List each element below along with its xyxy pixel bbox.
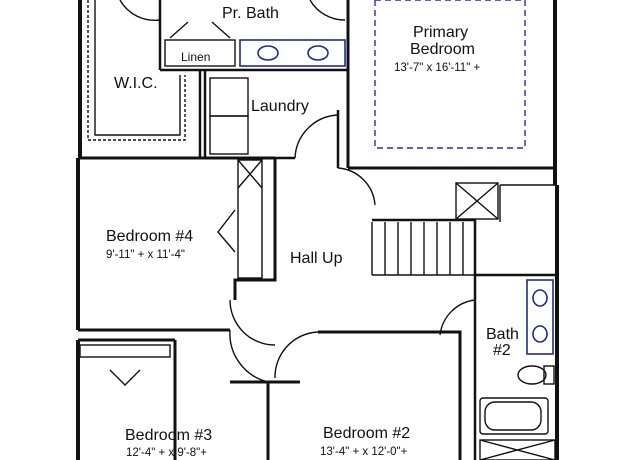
door-pr-bath-right — [309, 0, 346, 21]
bedroom4-closet — [237, 159, 263, 279]
sink-primary-1 — [257, 45, 279, 61]
bedroom4-label: Bedroom #4 — [106, 228, 194, 245]
sink-primary-2 — [307, 45, 329, 61]
dryer — [209, 115, 249, 155]
door-bedroom4 — [229, 299, 276, 346]
bedroom2-label: Bedroom #2 — [323, 425, 411, 442]
vanity-bath2 — [526, 279, 554, 355]
door-bedroom2 — [274, 331, 319, 379]
laundry-label: Laundry — [251, 98, 309, 115]
bathtub — [479, 397, 549, 435]
primary-bedroom-dims: 13'-7" x 16'-11" + — [394, 62, 481, 74]
door-pr-bath-left — [119, 0, 161, 22]
wall-outer-left — [76, 0, 82, 460]
linen-closet — [164, 39, 236, 67]
door-bedroom3 — [229, 329, 269, 383]
wall-bath-bottom — [158, 0, 348, 72]
bath2-label-2: #2 — [493, 342, 511, 359]
door-bath2 — [439, 299, 476, 336]
wall-bedroom4 — [78, 156, 277, 332]
toilet — [517, 365, 547, 385]
bedroom3-closet — [79, 344, 171, 358]
stair-rail — [499, 184, 555, 222]
xbox-bath — [479, 439, 556, 460]
door-closet3 — [109, 369, 141, 386]
pr-bath-label: Pr. Bath — [222, 5, 279, 22]
door-hall-right — [337, 167, 376, 206]
washer — [209, 77, 249, 117]
wic-shelf — [87, 0, 186, 141]
wic-shelf-inner — [94, 0, 181, 136]
xbox-stairs — [455, 182, 499, 220]
bath2-label-1: Bath — [486, 326, 519, 343]
bedroom2-dims: 13'-4" + x 12'-0"+ — [320, 446, 408, 458]
bedroom3-label: Bedroom #3 — [125, 427, 213, 444]
primary-bedroom-label-1: Primary — [413, 24, 469, 41]
primary-bedroom-label-2: Bedroom — [410, 41, 475, 58]
door-closet4 — [217, 209, 236, 253]
door-linen — [169, 21, 231, 39]
wic-label: W.I.C. — [114, 75, 158, 92]
bedroom3-dims: 12'-4" + x 9'-8"+ — [126, 447, 207, 459]
closet4-xbox — [237, 159, 263, 189]
primary-tray-ceiling — [374, 0, 526, 149]
bedroom4-dims: 9'-11" + x 11'-4" — [106, 249, 185, 261]
sink-bath2-1 — [532, 289, 548, 307]
wall-stairs — [372, 218, 555, 277]
wall-outer-right — [553, 0, 559, 460]
stairs — [371, 222, 475, 276]
wall-bedroom2-top — [268, 330, 462, 460]
linen-label: Linen — [181, 50, 211, 64]
sink-bath2-2 — [532, 325, 548, 343]
hall-up-label: Hall Up — [290, 250, 343, 267]
vanity-primary — [239, 39, 346, 67]
door-laundry — [294, 114, 339, 159]
